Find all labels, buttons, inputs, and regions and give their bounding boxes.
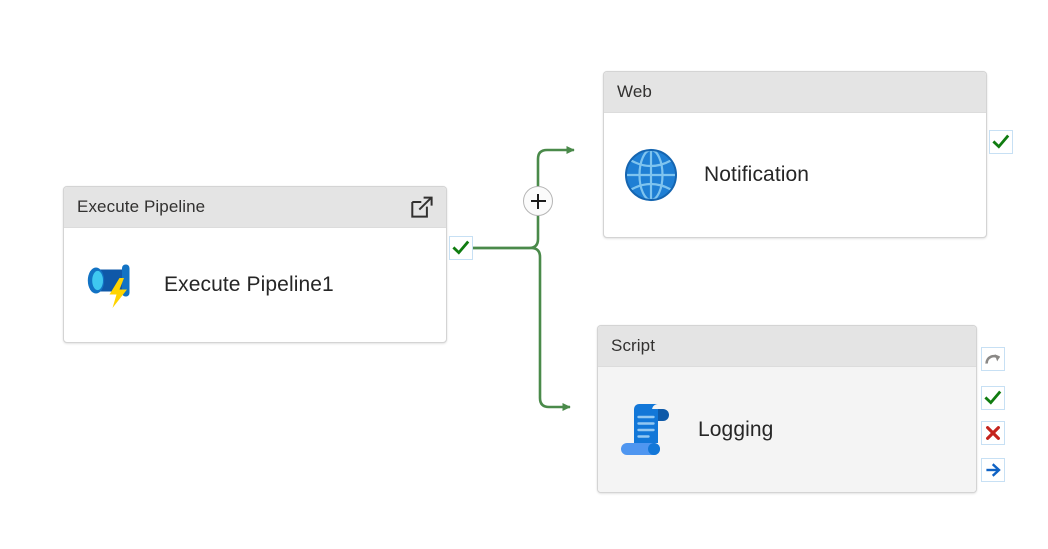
failure-cross-icon [986,426,1000,440]
success-check-icon [452,240,470,255]
node-header-title: Execute Pipeline [77,197,206,216]
node-web[interactable]: Web Notification [603,71,987,238]
node-activity-label: Execute Pipeline1 [164,273,334,296]
node-body-script: Logging [598,367,976,492]
script-scroll-icon [614,399,676,461]
node-execute-pipeline[interactable]: Execute Pipeline [63,186,447,343]
skip-arrow-icon [985,354,1000,364]
node-header-script: Script [598,326,976,367]
node-body-execute-pipeline: Execute Pipeline1 [64,228,446,342]
success-check-icon [992,134,1010,149]
node-header-web: Web [604,72,986,113]
handle-web-success[interactable] [989,130,1013,154]
execute-pipeline-icon [80,254,142,316]
handle-execute-pipeline-success[interactable] [449,236,473,260]
handle-script-success[interactable] [981,386,1005,410]
add-activity-plus-button[interactable] [523,186,553,216]
node-body-web: Notification [604,113,986,237]
open-in-new-window-icon[interactable] [408,193,436,221]
node-header-title: Script [611,336,656,355]
edge-to-script [473,246,571,412]
node-header-execute-pipeline: Execute Pipeline [64,187,446,228]
handle-script-failure[interactable] [981,421,1005,445]
completion-arrow-icon [986,463,1001,477]
node-header-title: Web [617,82,652,101]
globe-icon [620,144,682,206]
node-activity-label: Notification [704,163,810,186]
success-check-icon [984,390,1002,405]
handle-script-skip[interactable] [981,347,1005,371]
node-script[interactable]: Script [597,325,977,493]
node-activity-label: Logging [698,417,774,441]
handle-script-completion[interactable] [981,458,1005,482]
